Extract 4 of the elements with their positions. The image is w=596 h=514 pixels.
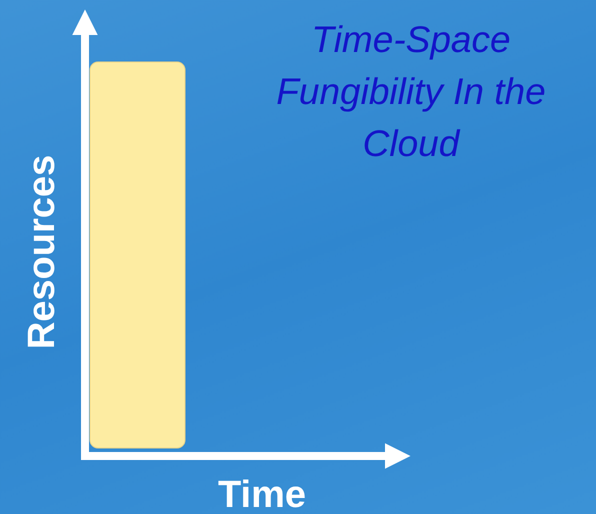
- axis-label: Time: [218, 476, 306, 514]
- bar: [90, 62, 186, 448]
- title: Time-Space Fungibility In the Cloud: [275, 18, 547, 166]
- axis-label: Resources: [23, 154, 61, 350]
